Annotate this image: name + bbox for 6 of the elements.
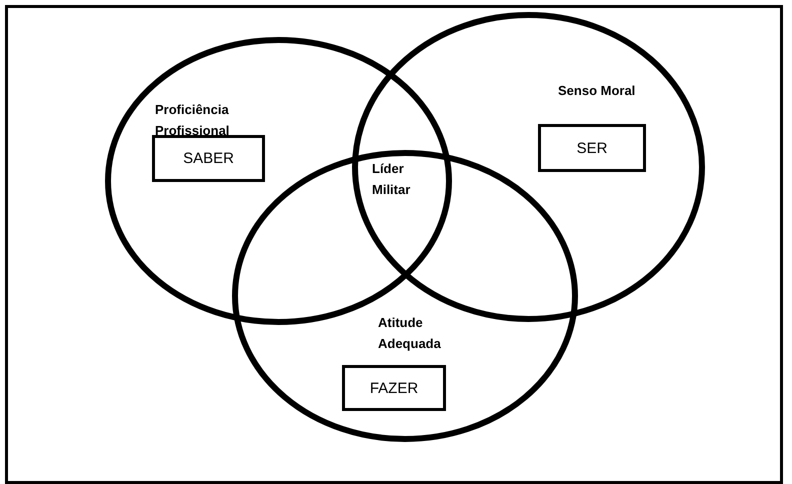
intersection-label: Líder Militar [372, 160, 412, 199]
set-title: Atitude Adequada [378, 314, 442, 353]
set-title: Senso Moral [558, 82, 636, 100]
label-box: SABER [152, 135, 265, 182]
label-box: SER [538, 124, 646, 172]
label-box: FAZER [342, 365, 446, 411]
